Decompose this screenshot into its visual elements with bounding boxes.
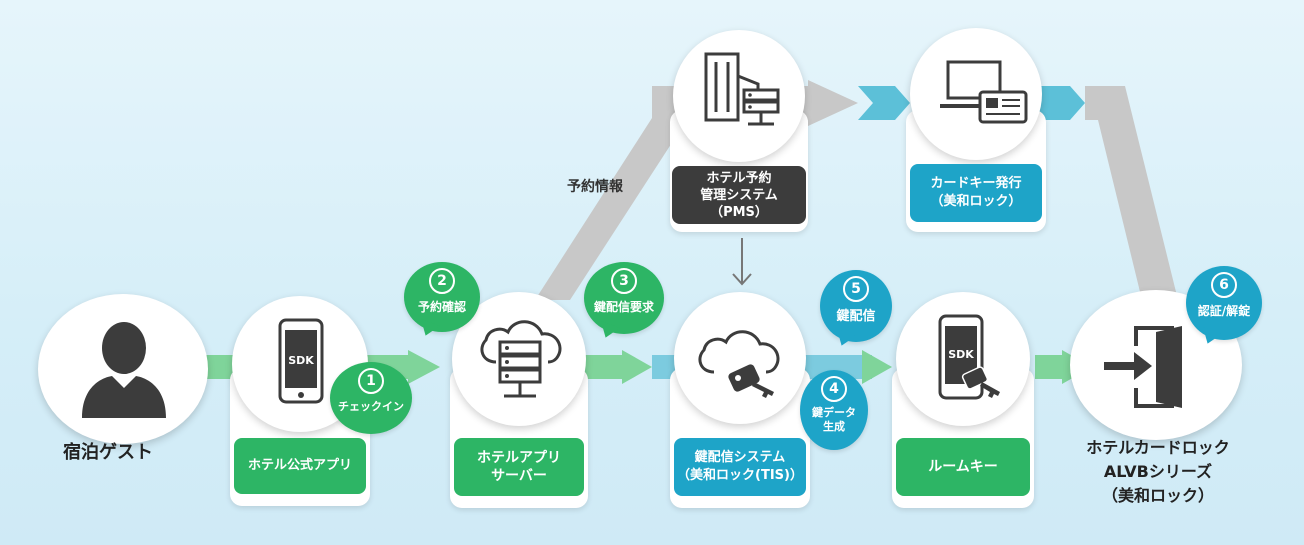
computer-card-icon xyxy=(940,58,1030,132)
reservation-info-label: 予約情報 xyxy=(567,179,623,195)
step-2-number: 2 xyxy=(429,268,455,294)
step-4-number: 4 xyxy=(821,376,847,402)
sdk-text: SDK xyxy=(288,354,314,367)
step-5-text: 鍵配信 xyxy=(836,309,876,324)
room-key-label: ルームキー xyxy=(896,438,1030,496)
lock-label: ホテルカードロック ALVBシリーズ （美和ロック） xyxy=(1086,438,1230,505)
down-arrow-head xyxy=(732,273,752,286)
step-4-text: 鍵データ 生成 xyxy=(812,406,856,433)
official-app-label: ホテル公式アプリ xyxy=(234,438,366,494)
person-icon xyxy=(82,318,166,422)
step-1-number: 1 xyxy=(358,368,384,394)
green-arrow-3 xyxy=(862,350,892,384)
smartphone-sdk-icon: SDK xyxy=(278,318,324,408)
step-2-badge: 2 予約確認 xyxy=(404,262,480,339)
card-issue-label: カードキー発行 （美和ロック） xyxy=(910,164,1042,222)
step-3-badge: 3 鍵配信要求 xyxy=(584,262,664,341)
door-enter-icon xyxy=(1104,322,1194,416)
step-1-badge: 1 チェックイン xyxy=(330,362,412,434)
gray-band-down xyxy=(1085,86,1178,300)
step-5-badge: 5 鍵配信 xyxy=(820,270,892,349)
blue-chevron-top xyxy=(858,86,910,120)
step-5-number: 5 xyxy=(843,276,869,302)
pms-label: ホテル予約 管理システム （PMS） xyxy=(672,166,806,224)
step-3-text: 鍵配信要求 xyxy=(593,300,654,314)
green-arrow-1 xyxy=(408,350,440,384)
gray-arrow-top-1 xyxy=(808,80,858,126)
key-system-label: 鍵配信システム （美和ロック(TIS)） xyxy=(674,438,806,496)
smartphone-key-icon: SDK xyxy=(938,314,1004,410)
blue-band-top-right xyxy=(1035,86,1085,120)
step-6-text: 認証/解錠 xyxy=(1197,304,1251,318)
app-server-label: ホテルアプリ サーバー xyxy=(454,438,584,496)
step-6-number: 6 xyxy=(1211,272,1237,298)
step-1-text: チェックイン xyxy=(338,400,404,413)
step-4-badge: 4 鍵データ 生成 xyxy=(800,370,868,450)
step-3-number: 3 xyxy=(611,268,637,294)
guest-label: 宿泊ゲスト xyxy=(63,442,153,463)
sdk-text-2: SDK xyxy=(948,348,974,361)
step-2-text: 予約確認 xyxy=(417,300,466,314)
step-6-badge: 6 認証/解錠 xyxy=(1186,266,1262,347)
cloud-server-icon xyxy=(474,312,566,412)
building-server-icon xyxy=(700,50,782,140)
cloud-key-icon xyxy=(692,316,788,412)
green-arrow-2 xyxy=(622,350,652,384)
gray-band-up xyxy=(535,118,688,300)
key-system-circle xyxy=(674,292,806,424)
